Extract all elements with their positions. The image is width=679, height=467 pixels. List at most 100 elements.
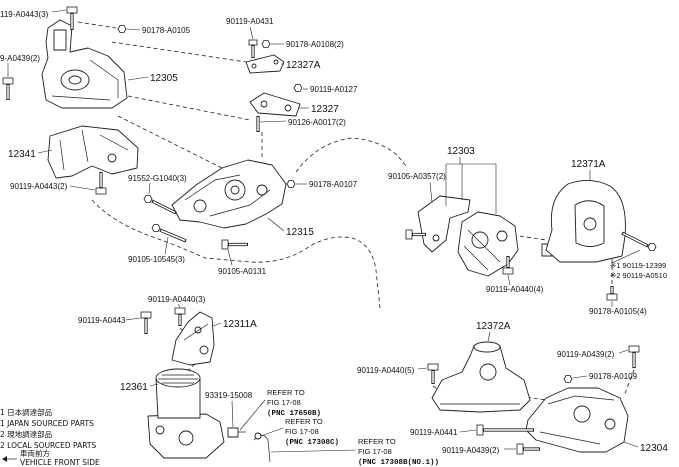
part-12327-bracket bbox=[249, 92, 301, 117]
callout-label[interactable]: 90178-A0109 bbox=[589, 372, 638, 381]
part-number-label[interactable]: 12304 bbox=[640, 443, 668, 454]
bolt-90105-10545 bbox=[151, 224, 187, 243]
bracket-body bbox=[47, 125, 139, 179]
leader-line-12303-tree bbox=[445, 157, 497, 214]
part-12311a-bracket bbox=[171, 311, 215, 366]
part-12327a-plate bbox=[245, 54, 285, 74]
callout-label[interactable]: 9-A0439(2) bbox=[0, 54, 40, 63]
bracket-rib bbox=[183, 323, 209, 341]
mount-cylinder-top bbox=[473, 341, 501, 353]
mount-body bbox=[431, 345, 531, 413]
bolt-shank-highlight bbox=[160, 229, 186, 242]
leader-line bbox=[260, 427, 284, 437]
leader-line bbox=[149, 383, 159, 387]
legend-japan-ja: 1 日本調達部品 bbox=[0, 407, 52, 417]
leader-line bbox=[231, 400, 234, 428]
bracket-ribs bbox=[184, 174, 271, 217]
part-12315-engine-bracket bbox=[171, 159, 287, 229]
leader-line bbox=[270, 449, 357, 453]
callout-label[interactable]: 90119-A0443(2) bbox=[10, 182, 68, 191]
leader-line bbox=[177, 303, 181, 308]
part-number-label[interactable]: 12315 bbox=[286, 227, 314, 238]
part-12305-engine-mount-bracket bbox=[41, 19, 128, 109]
leader-line bbox=[127, 76, 149, 81]
bolt-head bbox=[248, 39, 258, 46]
mount-ribs bbox=[463, 229, 501, 271]
refer-note-17308c: REFER TO FIG 17-08 (PNC 17308C) bbox=[285, 417, 339, 447]
bolt-90119-a0441 bbox=[476, 424, 534, 436]
part-number-label[interactable]: 12371A bbox=[571, 159, 606, 170]
callout-label[interactable]: 90126-A0017(2) bbox=[288, 118, 346, 127]
callout-leader-lines bbox=[7, 9, 641, 453]
callout-label[interactable]: 90119-A0441 bbox=[410, 428, 458, 437]
callout-label[interactable]: 90178-A0105(4) bbox=[589, 307, 647, 316]
refer-note-line: FIG 17-08 bbox=[358, 447, 392, 456]
nut-90178-a0109 bbox=[563, 375, 573, 383]
callout-label[interactable]: 90119-A0440(3) bbox=[148, 295, 206, 304]
callout-label[interactable]: 90105-10545(3) bbox=[128, 255, 185, 264]
callout-label[interactable]: 90119-A0127 bbox=[310, 85, 358, 94]
hose-clip bbox=[254, 432, 262, 440]
part-number-label[interactable]: 12327 bbox=[311, 104, 339, 115]
bolt-90119-a0443 bbox=[140, 311, 152, 334]
callout-label[interactable]: ※2 90119-A0510 bbox=[610, 271, 667, 280]
callout-label[interactable]: ※1 90119-12399 bbox=[610, 261, 666, 270]
part-number-label[interactable]: 12341 bbox=[8, 149, 36, 160]
callout-label[interactable]: 90178-A0107 bbox=[309, 180, 358, 189]
leader-line bbox=[459, 429, 477, 433]
bracket-hole bbox=[284, 104, 292, 112]
bolt-head bbox=[647, 243, 657, 251]
callout-label[interactable]: 90178-A0108(2) bbox=[286, 40, 344, 49]
bolt-12305-left bbox=[2, 77, 14, 100]
bolt-90119-a0440-3 bbox=[174, 307, 186, 326]
part-number-label[interactable]: 12311A bbox=[223, 319, 257, 330]
part-number-label[interactable]: 12305 bbox=[150, 73, 178, 84]
nut-90178-a0108 bbox=[261, 40, 271, 48]
refer-note-line: REFER TO bbox=[358, 437, 396, 446]
sourcing-legend: 1 日本調達部品 1 JAPAN SOURCED PARTS 2 現地調達部品 … bbox=[0, 407, 100, 467]
leader-line bbox=[487, 331, 491, 342]
part-12371a-engine-mount bbox=[541, 180, 626, 263]
callout-label[interactable]: 93319-15008 bbox=[205, 391, 253, 400]
callout-label[interactable]: 90105-A0357(2) bbox=[388, 172, 446, 181]
part-number-label[interactable]: 12303 bbox=[447, 146, 475, 157]
bolt-head bbox=[427, 363, 439, 371]
insulator-top-ribs bbox=[158, 374, 198, 384]
callout-label[interactable]: 90119-A0443 bbox=[78, 316, 126, 325]
bolt-90105-a0131 bbox=[221, 239, 248, 250]
plate-hole bbox=[251, 63, 257, 69]
mount-bracket-plate bbox=[417, 195, 471, 253]
callout-label[interactable]: 90119-A0440(5) bbox=[357, 366, 415, 375]
callout-label[interactable]: 91552-G1040(3) bbox=[128, 174, 187, 183]
callout-label[interactable]: 90105-A0131 bbox=[218, 267, 267, 276]
bolt-90105-a0357 bbox=[405, 229, 426, 240]
assembly-dashed-lines bbox=[77, 21, 635, 401]
leader-line bbox=[429, 181, 433, 203]
callout-label[interactable]: 90119-A0439(2) bbox=[557, 350, 615, 359]
refer-note-line: REFER TO bbox=[267, 388, 305, 397]
part-number-label[interactable]: 12327A bbox=[286, 60, 321, 71]
plate-hole bbox=[273, 59, 279, 65]
bracket-insert bbox=[53, 29, 67, 51]
small-connector bbox=[227, 427, 239, 438]
legend-local-ja: 2 現地調達部品 bbox=[0, 429, 52, 439]
callout-label[interactable]: 90119-A0439(2) bbox=[442, 446, 500, 455]
leader-line bbox=[507, 274, 511, 286]
refer-note-line: FIG 17-08 bbox=[285, 427, 319, 436]
part-12372a-engine-mount bbox=[431, 341, 531, 413]
refer-note-pnc: (PNC 17308C) bbox=[285, 439, 339, 447]
part-number-label[interactable]: 12361 bbox=[120, 382, 148, 393]
bolt-head bbox=[606, 293, 618, 301]
dashed-line-12305-to-12327a bbox=[111, 41, 247, 63]
leader-line bbox=[572, 375, 588, 379]
part-number-label[interactable]: 12372A bbox=[476, 321, 511, 332]
leader-line bbox=[125, 317, 141, 321]
callout-label[interactable]: 90119-A0440(4) bbox=[486, 285, 544, 294]
callout-label[interactable]: 90178-A0105 bbox=[142, 26, 191, 35]
legend-japan-en: 1 JAPAN SOURCED PARTS bbox=[0, 419, 94, 428]
bolt-head bbox=[140, 311, 152, 319]
callout-label[interactable]: 119-A0443(3) bbox=[0, 10, 49, 19]
bracket-hole bbox=[193, 199, 207, 213]
leader-line bbox=[69, 185, 96, 191]
callout-label[interactable]: 90119-A0431 bbox=[226, 17, 274, 26]
